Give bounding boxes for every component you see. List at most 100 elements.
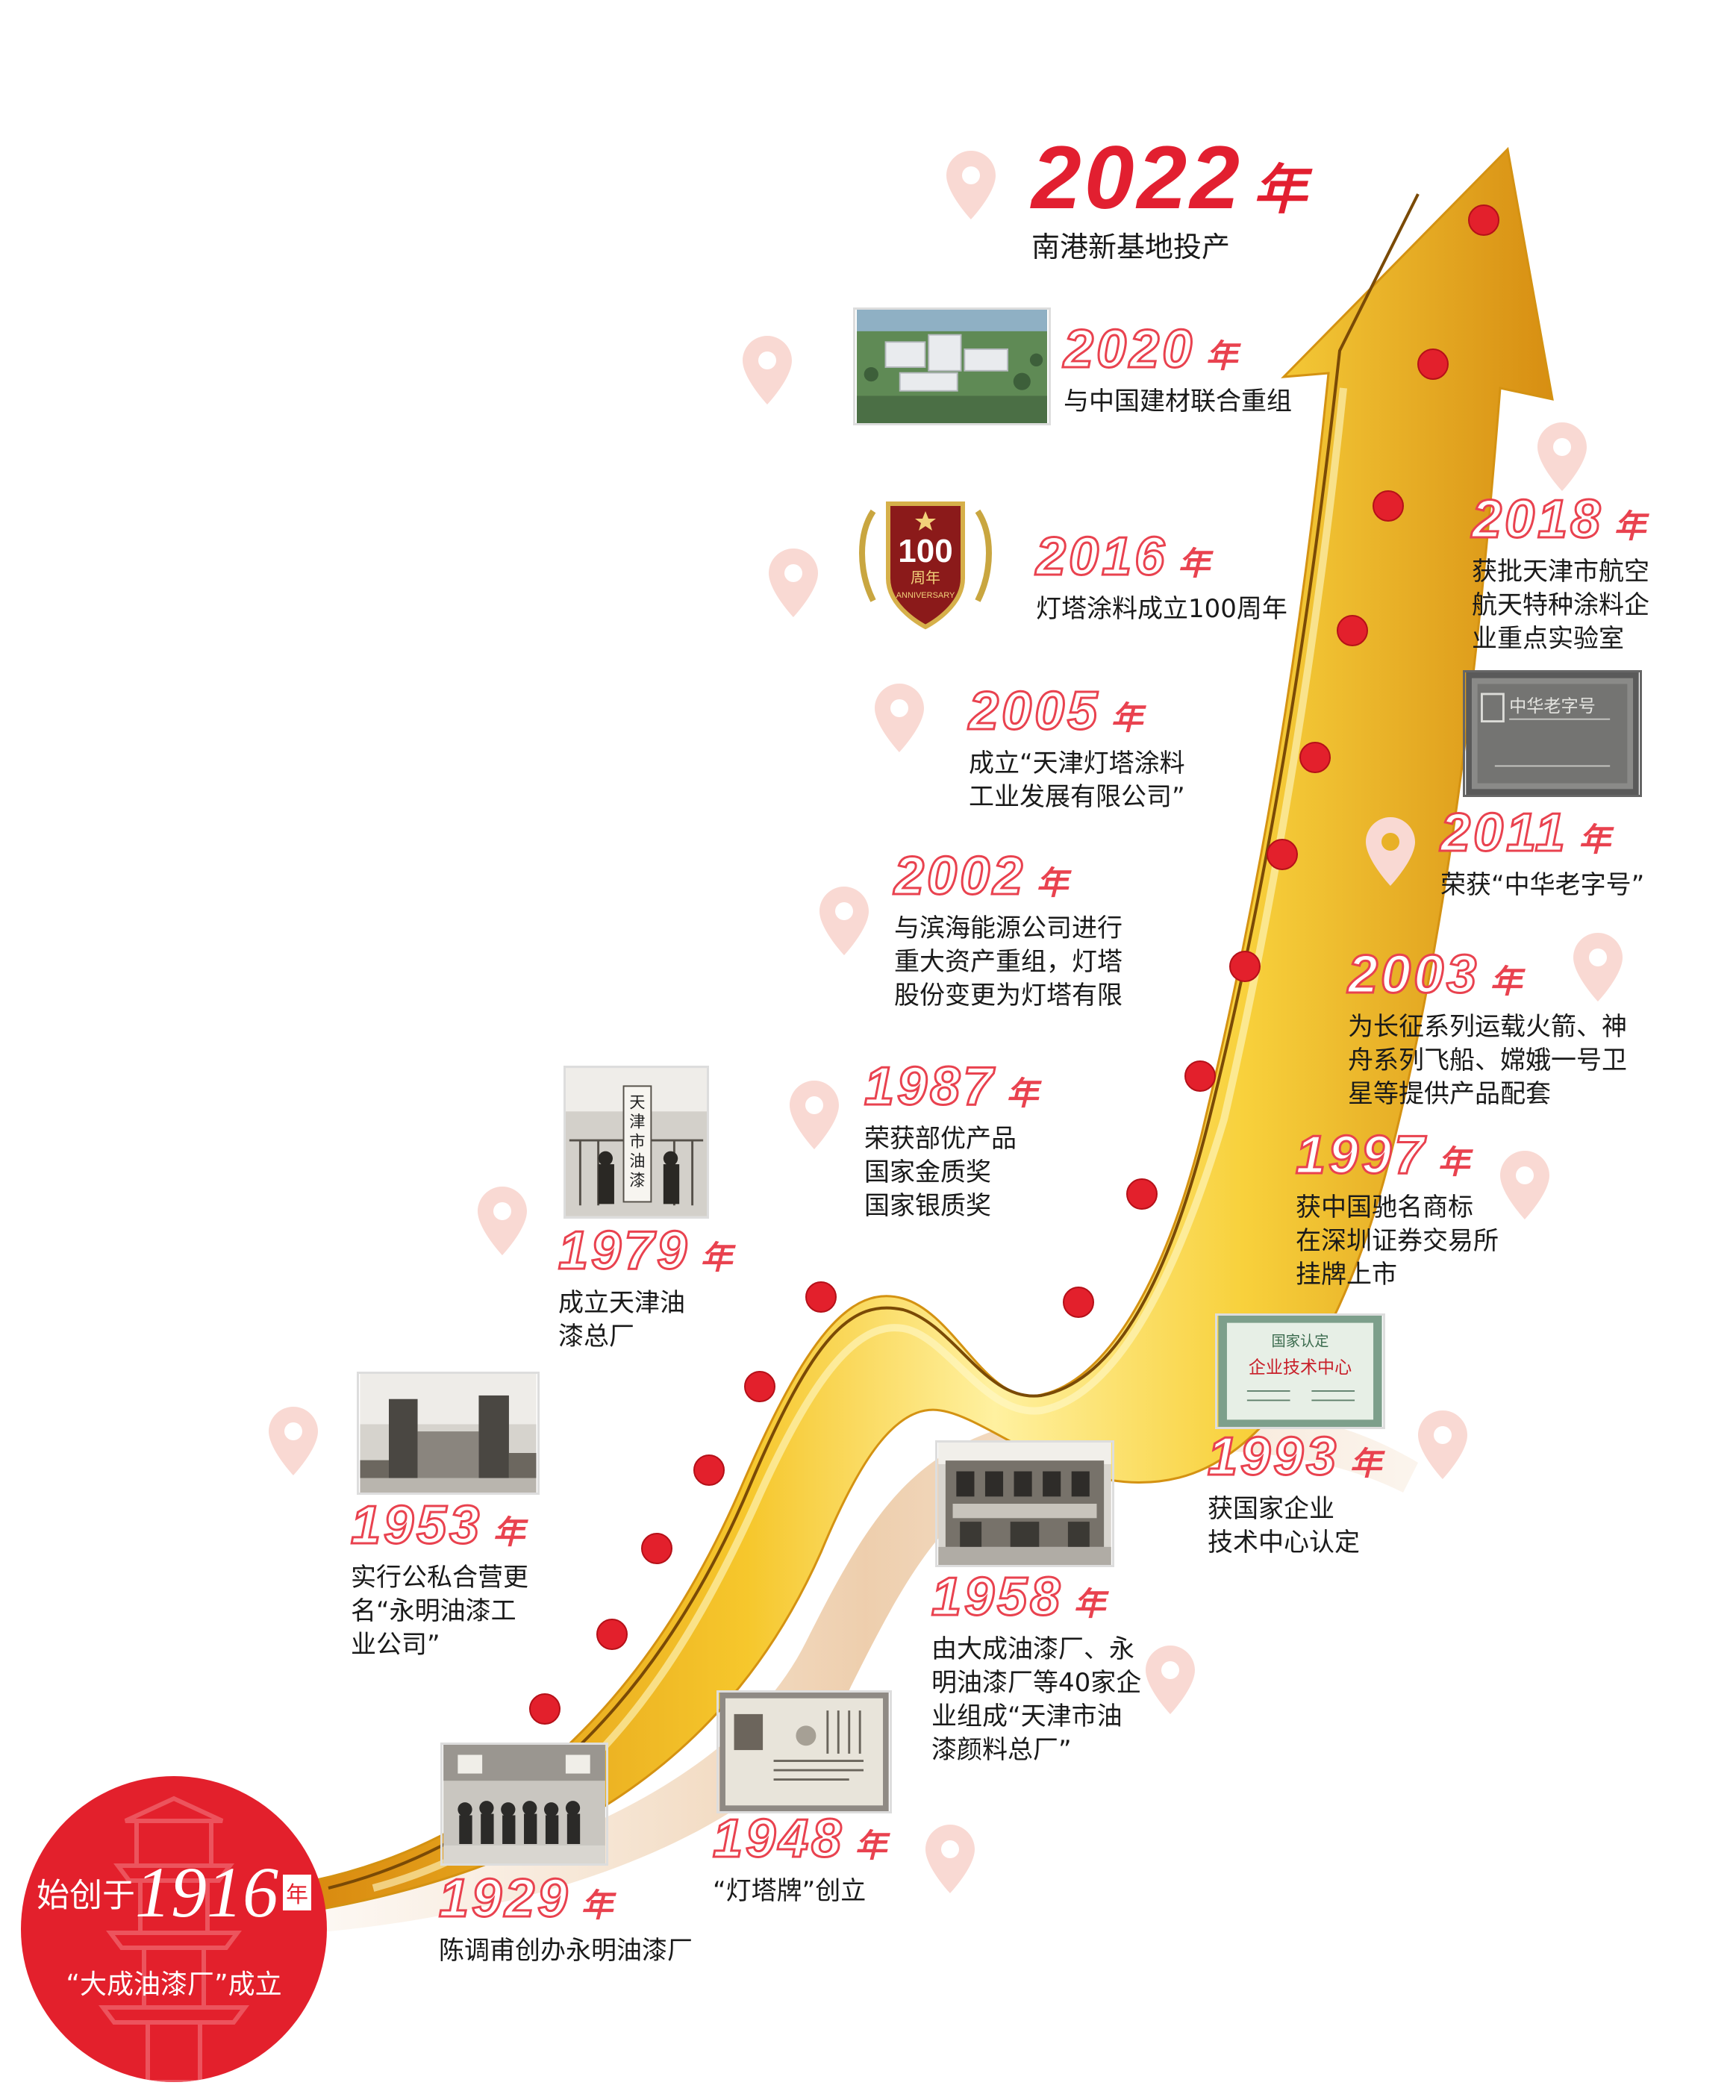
arrow-body	[312, 146, 1554, 1912]
event-desc: 成立“天津灯塔涂料 工业发展有限公司”	[969, 749, 1185, 812]
timeline-dot	[1373, 490, 1404, 522]
photo-2020-aerial	[853, 307, 1051, 425]
arrow-shadow	[313, 1405, 1418, 1933]
photo-2011-plaque: 中华老字号	[1463, 670, 1642, 797]
event-desc: 为长征系列运载火箭、神 舟系列飞船、嫦娥一号卫 星等提供产品配套	[1348, 1012, 1627, 1109]
location-pin-icon	[790, 1081, 839, 1149]
medal-sub: ANNIVERSARY	[896, 591, 955, 600]
badge-prefix: 始创于	[37, 1876, 135, 1915]
medal-label: 周年	[911, 569, 940, 587]
pagoda-watermark	[99, 1796, 249, 2082]
badge-suffix: 年	[283, 1874, 311, 1910]
event-desc: 获中国驰名商标 在深圳证券交易所 挂牌上市	[1296, 1193, 1499, 1290]
timeline-dot	[805, 1281, 837, 1313]
event-desc: 实行公私合营更 名“永明油漆工 业公司”	[351, 1563, 528, 1660]
photo-1958-building	[935, 1440, 1114, 1567]
photo-1948-certificate	[716, 1690, 892, 1813]
timeline-dot	[693, 1454, 725, 1486]
arrow-highlight	[372, 387, 1347, 1892]
location-pin-icon	[1537, 422, 1587, 491]
location-pin-icon	[875, 684, 924, 752]
photo-1929-group	[440, 1743, 608, 1866]
event-desc: 荣获“中华老字号”	[1440, 870, 1645, 900]
timeline-dot	[744, 1371, 775, 1402]
photo-1979-sign: 天津市油漆	[563, 1066, 709, 1219]
location-pin-icon	[1500, 1151, 1549, 1219]
svg-text:油: 油	[629, 1152, 645, 1171]
timeline-dot	[1126, 1178, 1158, 1210]
timeline-dot	[1468, 204, 1499, 236]
timeline-dot	[1337, 615, 1368, 646]
timeline-dot	[641, 1533, 672, 1564]
svg-text:中华老字号: 中华老字号	[1509, 697, 1596, 716]
location-pin-icon	[1573, 933, 1623, 1001]
location-pin-icon	[1418, 1410, 1467, 1479]
event-desc: 灯塔涂料成立100周年	[1036, 594, 1287, 624]
svg-text:国家认定: 国家认定	[1272, 1332, 1329, 1349]
timeline-dot	[1417, 349, 1449, 380]
badge-year: 1916	[135, 1852, 278, 1932]
photo-1993-certificate: 国家认定企业技术中心	[1215, 1313, 1385, 1429]
timeline-dot	[1063, 1287, 1094, 1318]
timeline-dot	[529, 1693, 561, 1725]
event-desc: 陈调甫创办永明油漆厂	[439, 1936, 693, 1966]
location-pin-icon	[1146, 1646, 1195, 1714]
svg-text:漆: 漆	[629, 1172, 645, 1190]
location-pin-icon	[269, 1407, 318, 1475]
location-pin-icon	[478, 1187, 527, 1255]
svg-text:市: 市	[629, 1133, 645, 1151]
event-desc: “灯塔牌”创立	[713, 1876, 867, 1906]
location-pin-icon	[925, 1825, 975, 1893]
location-pin-icon	[946, 151, 996, 219]
timeline-dot	[596, 1619, 628, 1650]
event-desc: 成立天津油 漆总厂	[558, 1288, 685, 1351]
badge-subtitle: “大成油漆厂”成立	[66, 1969, 282, 2000]
timeline-dot	[1229, 951, 1261, 982]
svg-text:天: 天	[629, 1093, 645, 1112]
event-desc: 南港新基地投产	[1031, 231, 1231, 263]
location-pin-icon	[769, 549, 818, 617]
timeline-dot	[1184, 1060, 1216, 1092]
event-desc: 与滨海能源公司进行 重大资产重组，灯塔 股份变更为灯塔有限	[894, 913, 1123, 1010]
timeline-dot	[1267, 839, 1298, 870]
anniversary-medal: 100 周年 ANNIVERSARY	[858, 489, 993, 638]
svg-text:企业技术中心: 企业技术中心	[1249, 1358, 1352, 1378]
event-desc: 由大成油漆厂、永 明油漆厂等40家企 业组成“天津市油 漆颜料总厂”	[931, 1634, 1142, 1765]
timeline-dots	[529, 204, 1499, 1725]
location-pin-icon	[743, 336, 792, 404]
location-pin-icon	[1366, 817, 1415, 886]
medal-number: 100	[898, 533, 952, 569]
